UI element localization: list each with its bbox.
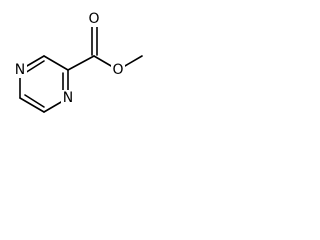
structure-diagram: N N O O bbox=[0, 0, 184, 134]
bond-c5-c6 bbox=[19, 97, 45, 113]
molecule-drawing: N N O O bbox=[13, 11, 143, 113]
atom-label-ring-n-right: N bbox=[63, 90, 73, 106]
atom-label-ring-n-left: N bbox=[15, 62, 25, 78]
atom-bg-carbonyl-o bbox=[87, 11, 101, 27]
double-bond-n1-c2-inner bbox=[24, 60, 45, 74]
bond-c2-c3 bbox=[43, 55, 69, 71]
atom-bg-ring-n-right bbox=[61, 90, 75, 106]
atom-label-carbonyl-o: O bbox=[88, 11, 99, 27]
atom-label-ester-o: O bbox=[112, 62, 123, 78]
atom-bg-ester-o bbox=[111, 62, 125, 78]
bond-ring-carbonyl-carbon bbox=[67, 55, 95, 71]
atom-bg-ring-n-left bbox=[13, 62, 27, 78]
double-bond-c5-c6-inner bbox=[24, 94, 45, 108]
